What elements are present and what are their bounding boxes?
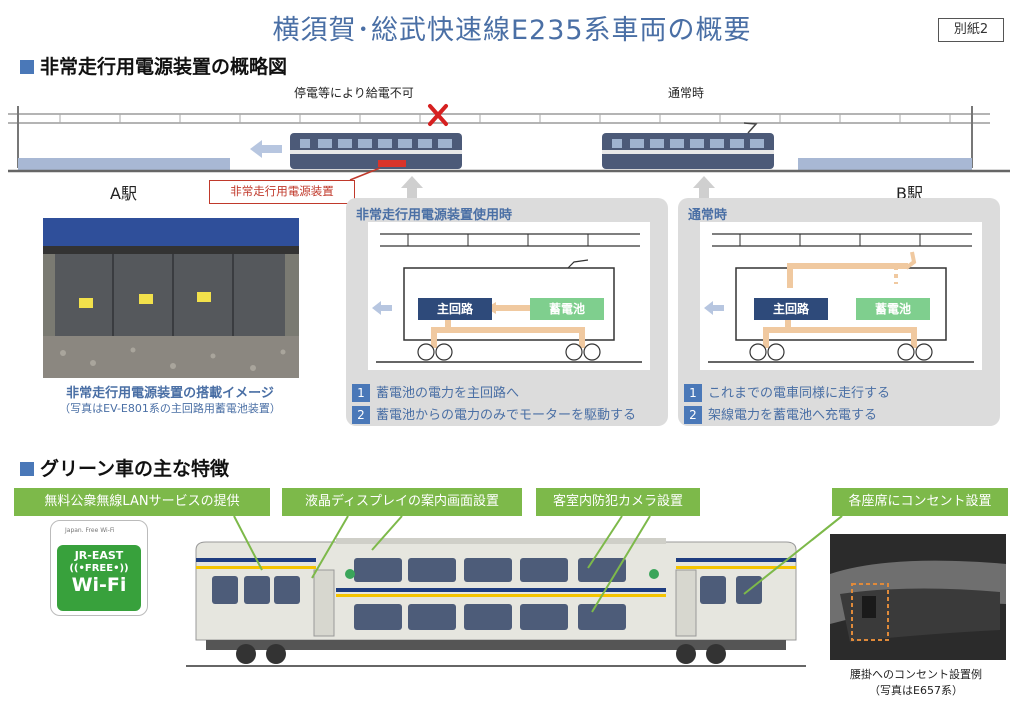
feature-wifi: 無料公衆無線LANサービスの提供 bbox=[14, 488, 270, 516]
section-title-green-car: グリーン車の主な特徴 bbox=[20, 454, 229, 481]
battery-photo bbox=[43, 218, 299, 378]
station-a-label: A駅 bbox=[110, 184, 137, 203]
panel-normal-title: 通常時 bbox=[688, 208, 728, 223]
page-title: 横須賀･総武快速線E235系車両の概要 bbox=[272, 15, 752, 46]
section-bullet-icon bbox=[20, 462, 34, 476]
battery-box: 蓄電池 bbox=[856, 298, 930, 320]
outlet-photo bbox=[830, 534, 1006, 660]
direction-arrow-left-icon bbox=[250, 140, 282, 158]
japan-free-wifi-text: Japan. Free Wi-Fi bbox=[65, 527, 115, 534]
normal-flow-diagram bbox=[708, 233, 974, 363]
main-circuit-box: 主回路 bbox=[754, 298, 828, 320]
attachment-label: 別紙2 bbox=[938, 18, 1004, 42]
feature-display: 液晶ディスプレイの案内画面設置 bbox=[282, 488, 522, 516]
power-device-callout: 非常走行用電源装置 bbox=[209, 180, 355, 204]
track-diagram bbox=[8, 104, 1010, 200]
train-normal bbox=[602, 122, 774, 169]
green-car-illustration bbox=[186, 538, 806, 667]
battery-box: 蓄電池 bbox=[530, 298, 604, 320]
panel-emergency-title: 非常走行用電源装置使用時 bbox=[356, 208, 513, 223]
panel-emergency-diagram bbox=[368, 222, 650, 370]
photo-caption: 非常走行用電源装置の搭載イメージ bbox=[66, 386, 274, 401]
outage-label: 停電等により給電不可 bbox=[294, 86, 414, 100]
main-circuit-box: 主回路 bbox=[418, 298, 492, 320]
train-emergency bbox=[290, 133, 462, 181]
direction-arrow-left-icon bbox=[704, 301, 724, 315]
emergency-flow-diagram bbox=[376, 233, 642, 363]
wifi-logo: Japan. Free Wi-Fi JR-EAST ((•FREE•)) Wi-… bbox=[50, 520, 148, 616]
normal-label: 通常時 bbox=[668, 86, 705, 100]
feature-outlet: 各座席にコンセント設置 bbox=[832, 488, 1008, 516]
section-title-power-device: 非常走行用電源装置の概略図 bbox=[20, 52, 287, 79]
photo-caption-sub: （写真はEV-E801系の主回路用蓄電池装置） bbox=[59, 402, 281, 415]
outlet-caption-sub: （写真はE657系） bbox=[869, 684, 963, 697]
no-power-x-icon bbox=[428, 104, 448, 126]
section-bullet-icon bbox=[20, 60, 34, 74]
outlet-caption: 腰掛へのコンセント設置例 bbox=[850, 668, 982, 681]
feature-camera: 客室内防犯カメラ設置 bbox=[536, 488, 700, 516]
panel-normal-diagram bbox=[700, 222, 982, 370]
direction-arrow-left-icon bbox=[372, 301, 392, 315]
